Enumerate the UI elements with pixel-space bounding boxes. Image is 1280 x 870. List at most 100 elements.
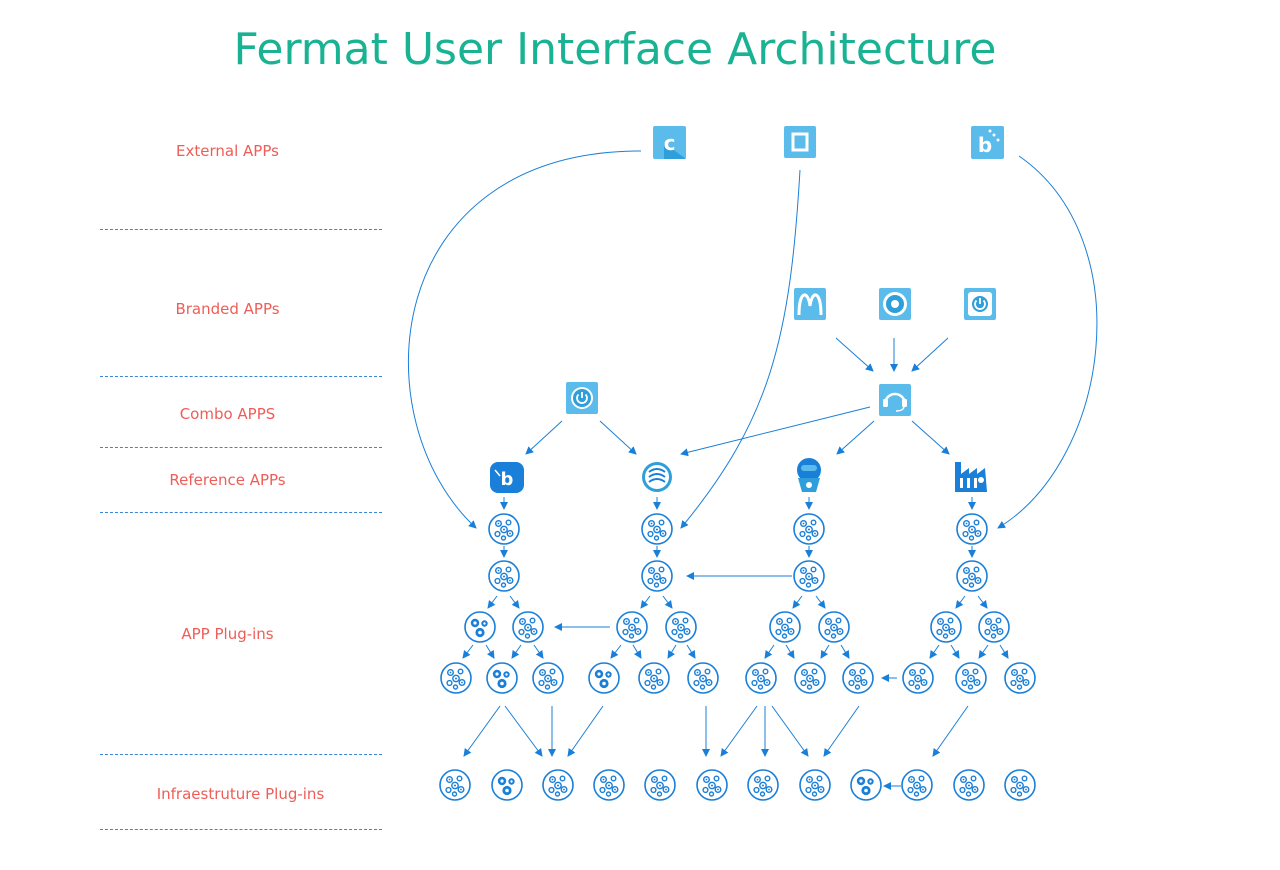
infrastructure-plugin-gear-icon xyxy=(747,769,779,801)
infrastructure-plugin-gear-icon xyxy=(644,769,676,801)
connector-arrow xyxy=(955,595,966,609)
app-plugin-gear-icon xyxy=(793,560,825,592)
connector-arrow xyxy=(978,644,989,659)
layer-label-reference: Reference APPs xyxy=(169,471,286,489)
layer-separator xyxy=(100,229,382,230)
infrastructure-plugin-gear-icon xyxy=(491,769,523,801)
connector-arrow xyxy=(836,420,875,455)
app-plugin-gear-icon xyxy=(1004,662,1036,694)
connector-arrow xyxy=(525,420,563,455)
app-plugin-gear-icon xyxy=(978,611,1010,643)
svg-text:c: c xyxy=(664,131,676,155)
svg-text:b: b xyxy=(978,133,992,157)
layer-label-infrastructure-plugins: Infraestruture Plug-ins xyxy=(156,785,325,803)
app-plugin-gear-icon xyxy=(956,513,988,545)
layer-label-external: External APPs xyxy=(176,142,279,160)
app-plugin-gear-icon xyxy=(769,611,801,643)
connector-arrow xyxy=(463,705,501,757)
infrastructure-plugin-gear-icon xyxy=(850,769,882,801)
connector-arrow xyxy=(929,644,940,659)
coffee-badge-icon xyxy=(879,288,911,320)
app-plugin-gear-icon xyxy=(793,513,825,545)
svg-text:b: b xyxy=(501,469,514,490)
app-plugin-gear-icon xyxy=(532,662,564,694)
connector-arrow xyxy=(764,644,775,659)
robot-icon xyxy=(797,458,821,492)
connector-arrow xyxy=(950,644,960,659)
page-title: Fermat User Interface Architecture xyxy=(233,24,997,75)
connector-arrow xyxy=(911,337,949,372)
connector-arrow xyxy=(680,406,871,457)
connector-arrow xyxy=(820,644,830,659)
infrastructure-plugin-gear-icon xyxy=(1004,769,1036,801)
power-button-icon xyxy=(566,382,598,414)
infrastructure-plugin-gear-icon xyxy=(593,769,625,801)
connector-arrow xyxy=(823,705,860,757)
app-plugin-gear-icon xyxy=(488,560,520,592)
headset-icon xyxy=(879,384,911,416)
app-plugin-gear-icon xyxy=(902,662,934,694)
connector-arrow xyxy=(407,150,642,529)
connector-arrow xyxy=(932,705,969,757)
connector-arrow xyxy=(680,169,801,529)
layer-label-combo: Combo APPS xyxy=(179,405,276,423)
layer-separator xyxy=(100,512,382,513)
c-logo-icon: c xyxy=(653,126,686,159)
infrastructure-plugin-gear-icon xyxy=(696,769,728,801)
app-plugin-gear-icon xyxy=(794,662,826,694)
connector-arrow xyxy=(662,595,673,609)
connector-arrow xyxy=(911,420,950,455)
connector-arrow xyxy=(686,644,696,659)
connector-arrow xyxy=(509,595,520,609)
app-plugin-gear-icon xyxy=(665,611,697,643)
app-plugin-gear-icon xyxy=(955,662,987,694)
power-app-icon xyxy=(964,288,996,320)
connector-arrow xyxy=(462,644,474,659)
app-plugin-gear-icon xyxy=(956,560,988,592)
connector-arrow xyxy=(815,595,826,609)
connector-arrow xyxy=(485,644,495,659)
app-plugin-gear-icon xyxy=(641,560,673,592)
connector-arrow xyxy=(640,595,651,609)
chase-logo-icon xyxy=(784,126,816,158)
factory-icon xyxy=(955,462,987,492)
app-plugin-gear-icon xyxy=(818,611,850,643)
connector-arrow xyxy=(720,705,758,757)
connector-arrow xyxy=(785,644,795,659)
infrastructure-plugin-gear-icon xyxy=(799,769,831,801)
layer-separator xyxy=(100,376,382,377)
app-plugin-gear-icon xyxy=(488,513,520,545)
cash-coil-icon xyxy=(642,462,672,492)
app-plugin-gear-icon xyxy=(638,662,670,694)
app-plugin-gear-icon xyxy=(616,611,648,643)
bitcoin-dots-logo-icon: b xyxy=(971,126,1004,159)
layer-label-app-plugins: APP Plug-ins xyxy=(181,625,274,643)
connector-arrow xyxy=(599,420,637,455)
app-plugin-gear-icon xyxy=(464,611,496,643)
connector-arrow xyxy=(632,644,642,659)
app-plugin-gear-icon xyxy=(745,662,777,694)
layer-label-branded: Branded APPs xyxy=(175,300,280,318)
mcdonalds-logo-icon xyxy=(794,288,826,320)
app-plugin-gear-icon xyxy=(842,662,874,694)
infrastructure-plugin-gear-icon xyxy=(953,769,985,801)
connector-arrow xyxy=(511,644,522,659)
wallet-dots-icon: b xyxy=(490,462,524,493)
layer-separator xyxy=(100,829,382,830)
app-plugin-gear-icon xyxy=(641,513,673,545)
connector-arrow xyxy=(610,644,622,659)
infrastructure-plugin-gear-icon xyxy=(439,769,471,801)
connector-arrow xyxy=(487,595,498,609)
app-plugin-gear-icon xyxy=(440,662,472,694)
connector-arrow xyxy=(977,595,988,609)
connector-arrow xyxy=(835,337,874,372)
connector-arrow xyxy=(567,705,604,757)
connector-arrow xyxy=(997,155,1098,529)
connector-arrow xyxy=(792,595,803,609)
connector-arrow xyxy=(840,644,850,659)
app-plugin-gear-icon xyxy=(687,662,719,694)
infrastructure-plugin-gear-icon xyxy=(542,769,574,801)
connector-arrow xyxy=(667,644,677,659)
app-plugin-gear-icon xyxy=(486,662,518,694)
